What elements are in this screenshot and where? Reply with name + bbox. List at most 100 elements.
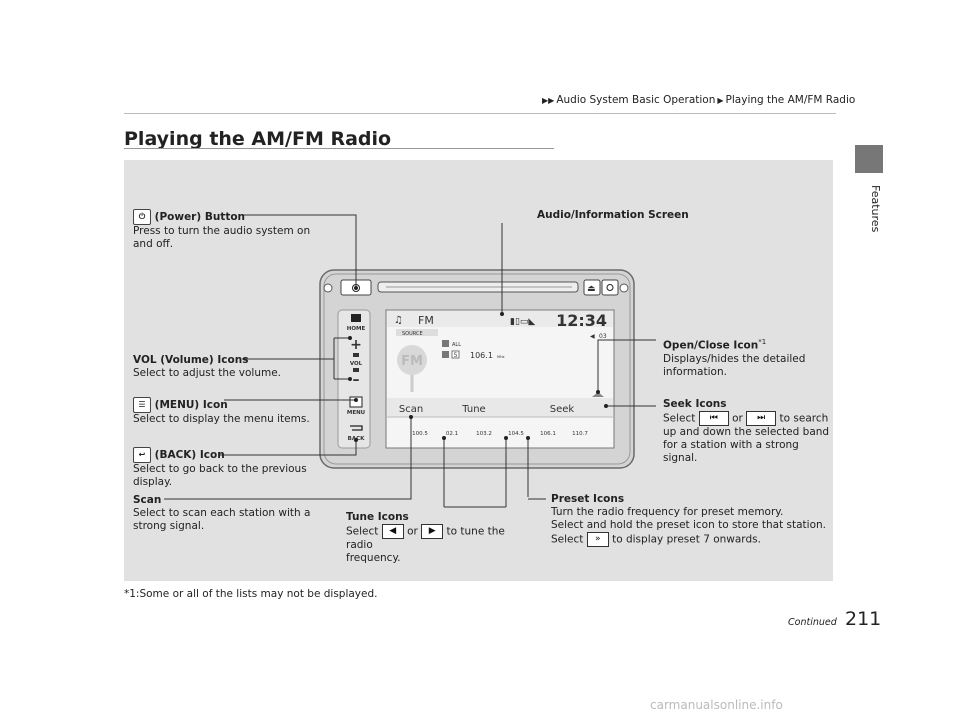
breadcrumb-arrow-icon: ▶ xyxy=(717,96,724,105)
screw-icon xyxy=(323,283,333,293)
preset-callout-title: Preset Icons xyxy=(551,493,625,505)
breadcrumb: ▶▶Audio System Basic Operation▶Playing t… xyxy=(540,94,855,106)
page-number: 211 xyxy=(845,608,882,630)
head-unit-diagram: ⏏ HOME + VOL – MENU BACK ♫ FM ▮▯▭◣ 12:34… xyxy=(164,214,656,508)
leader-lines xyxy=(164,214,656,508)
eject-button-shape xyxy=(583,279,601,296)
watermark: carmanualsonline.info xyxy=(650,698,783,712)
home-icon xyxy=(351,314,361,322)
frequency-unit: MHz xyxy=(497,355,505,359)
home-label: HOME xyxy=(347,326,366,332)
settings-button-shape xyxy=(601,279,619,296)
page-title: Playing the AM/FM Radio xyxy=(124,128,392,150)
vol-bar-icon xyxy=(353,368,359,372)
breadcrumb-arrow-icon: ▶▶ xyxy=(542,96,555,105)
open-close-callout-text: information. xyxy=(663,365,727,378)
title-divider xyxy=(124,148,554,149)
breadcrumb-item[interactable]: Playing the AM/FM Radio xyxy=(725,94,856,106)
seek-forward-icon: ⏭ xyxy=(746,411,777,426)
speaker-icon: ◀ xyxy=(590,333,595,340)
vol-bar-icon xyxy=(353,353,359,357)
music-note-icon: ♫ xyxy=(394,315,403,326)
back-callout-text: display. xyxy=(133,476,173,488)
preset-3: 103.2 xyxy=(476,431,492,437)
continued-label: Continued xyxy=(788,617,837,628)
scan-callout: Scan Select to scan each station with a … xyxy=(133,494,313,533)
controls-bar xyxy=(387,398,613,417)
tune-callout-text: or xyxy=(407,525,418,538)
preset-number-box xyxy=(451,350,460,359)
seek-callout-text: or xyxy=(732,412,743,425)
power-callout: ⏻ (Power) Button Press to turn the audio… xyxy=(133,209,313,251)
preset-1: 100.5 xyxy=(412,431,428,437)
tune-left-icon: ◀ xyxy=(381,524,404,539)
open-close-callout-text: Displays/hides the detailed xyxy=(663,352,806,365)
audio-screen-callout: Audio/Information Screen xyxy=(537,209,689,222)
preset-callout-text: Select xyxy=(551,533,584,546)
breadcrumb-item[interactable]: Audio System Basic Operation xyxy=(556,94,716,106)
unit-bezel-inner xyxy=(323,273,631,465)
scan-callout-text: Select to scan each station with a xyxy=(133,507,311,519)
scan-callout-text: strong signal. xyxy=(133,520,205,532)
menu-callout-title: (MENU) Icon xyxy=(154,399,228,411)
more-presets-icon: » xyxy=(586,532,609,547)
power-icon: ⏻ xyxy=(133,209,151,225)
leader-dots xyxy=(348,286,608,442)
section-tab xyxy=(855,145,883,173)
status-icons: ▮▯▭◣ xyxy=(510,317,535,327)
seek-callout-text: signal. xyxy=(663,452,698,464)
vol-up-icon: + xyxy=(350,337,362,353)
tune-callout-text: frequency. xyxy=(346,552,401,564)
seek-back-icon: ⏮ xyxy=(698,411,729,426)
preset-4: 104.5 xyxy=(508,431,524,437)
tune-callout-text: to tune the radio xyxy=(346,525,505,552)
back-icon: ↩ xyxy=(133,447,151,463)
vol-callout-title: VOL (Volume) Icons xyxy=(133,354,249,366)
fm-logo: FM xyxy=(401,354,423,369)
menu-label: MENU xyxy=(347,410,365,416)
preset-callout-text: to display preset 7 onwards. xyxy=(612,533,761,546)
source-tab xyxy=(396,329,438,336)
seek-callout-title: Seek Icons xyxy=(663,398,727,410)
screw-icon xyxy=(619,283,629,293)
back-callout-title: (BACK) Icon xyxy=(154,449,225,461)
back-icon xyxy=(350,425,363,431)
footnote: *1:Some or all of the lists may not be d… xyxy=(124,588,378,600)
vol-callout: VOL (Volume) Icons Select to adjust the … xyxy=(133,354,293,380)
preset-6: 110.7 xyxy=(572,431,588,437)
tune-callout-title: Tune Icons xyxy=(346,511,409,523)
menu-callout-text: Select to display the menu items. xyxy=(133,413,310,425)
vol-down-icon: – xyxy=(353,372,360,388)
section-label: Features xyxy=(869,185,882,233)
open-close-callout-title: Open/Close Icon xyxy=(663,339,759,352)
seek-callout-text: to search xyxy=(779,412,829,425)
audio-screen-callout-title: Audio/Information Screen xyxy=(537,209,689,221)
screen-status-bar xyxy=(387,311,613,327)
menu-callout: ☰ (MENU) Icon Select to display the menu… xyxy=(133,397,313,426)
seek-callout-text: for a station with a strong xyxy=(663,439,799,451)
tune-button: Tune xyxy=(461,404,485,415)
tune-callout-text: Select xyxy=(346,525,379,538)
footnote-marker: *1 xyxy=(758,338,767,346)
all-label: ALL xyxy=(452,342,461,348)
settings-icon xyxy=(606,284,614,291)
menu-icon: ☰ xyxy=(133,397,151,413)
seek-button: Seek xyxy=(550,404,575,415)
back-callout: ↩ (BACK) Icon Select to go back to the p… xyxy=(133,447,313,489)
seek-callout: Seek Icons Select ⏮ or ⏭ to search up an… xyxy=(663,398,833,465)
preset-callout-text: Turn the radio frequency for preset memo… xyxy=(551,506,784,518)
seek-callout-text: Select xyxy=(663,412,696,425)
preset-2: 02.1 xyxy=(446,431,458,437)
source-label: SOURCE xyxy=(402,331,423,337)
preset-callout: Preset Icons Turn the radio frequency fo… xyxy=(551,493,831,547)
tune-callout: Tune Icons Select ◀ or ▶ to tune the rad… xyxy=(346,511,526,565)
seek-callout-text: up and down the selected band xyxy=(663,426,830,438)
open-close-callout: Open/Close Icon*1 Displays/hides the det… xyxy=(663,336,833,379)
clock: 12:34 xyxy=(556,311,607,330)
fm-logo-circle xyxy=(397,345,427,375)
back-callout-text: Select to go back to the previous xyxy=(133,463,307,475)
frequency: 106.1 xyxy=(470,351,493,360)
power-callout-text: Press to turn the audio system on and of… xyxy=(133,225,311,250)
list-icon xyxy=(442,340,449,347)
power-callout-title: (Power) Button xyxy=(154,211,246,223)
